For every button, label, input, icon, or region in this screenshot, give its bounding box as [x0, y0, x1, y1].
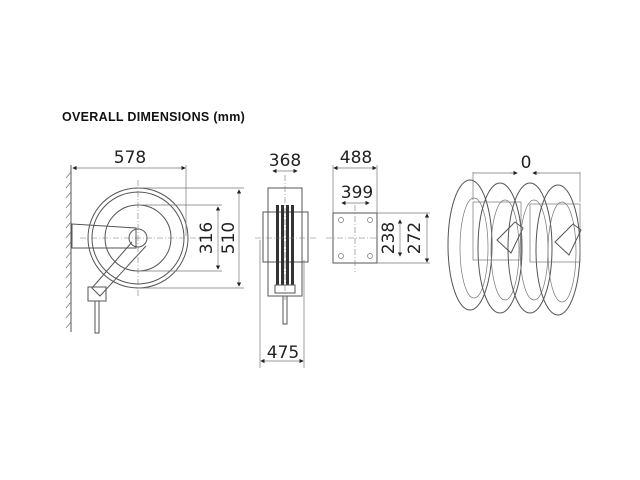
dim-outer-height-510: 510	[219, 222, 239, 254]
bracket-view: 488 399 238 272	[326, 148, 430, 272]
wall-arm	[71, 223, 137, 249]
dim-height-272: 272	[405, 222, 425, 254]
hose-guide	[87, 286, 107, 302]
dim-bottom-width-475: 475	[267, 343, 299, 363]
dim-inner-height-316: 316	[197, 222, 217, 254]
dim-hole-height-238: 238	[379, 222, 399, 254]
side-view: 578 316 510	[65, 148, 244, 334]
dim-width-578: 578	[114, 148, 146, 168]
front-nozzle	[282, 295, 288, 325]
front-view: 368 475	[255, 151, 318, 368]
hose-nozzle	[94, 300, 100, 334]
page-title: OVERALL DIMENSIONS (mm)	[62, 110, 246, 124]
swivel-arm	[91, 241, 147, 297]
dim-gap-0: 0	[521, 153, 532, 173]
mount-plate	[262, 211, 309, 263]
multi-reel-view: 0	[447, 153, 582, 316]
wall-hatch	[65, 171, 72, 329]
dim-width-488: 488	[340, 148, 372, 168]
dim-top-width-368: 368	[269, 151, 301, 171]
dim-hole-width-399: 399	[341, 183, 373, 203]
